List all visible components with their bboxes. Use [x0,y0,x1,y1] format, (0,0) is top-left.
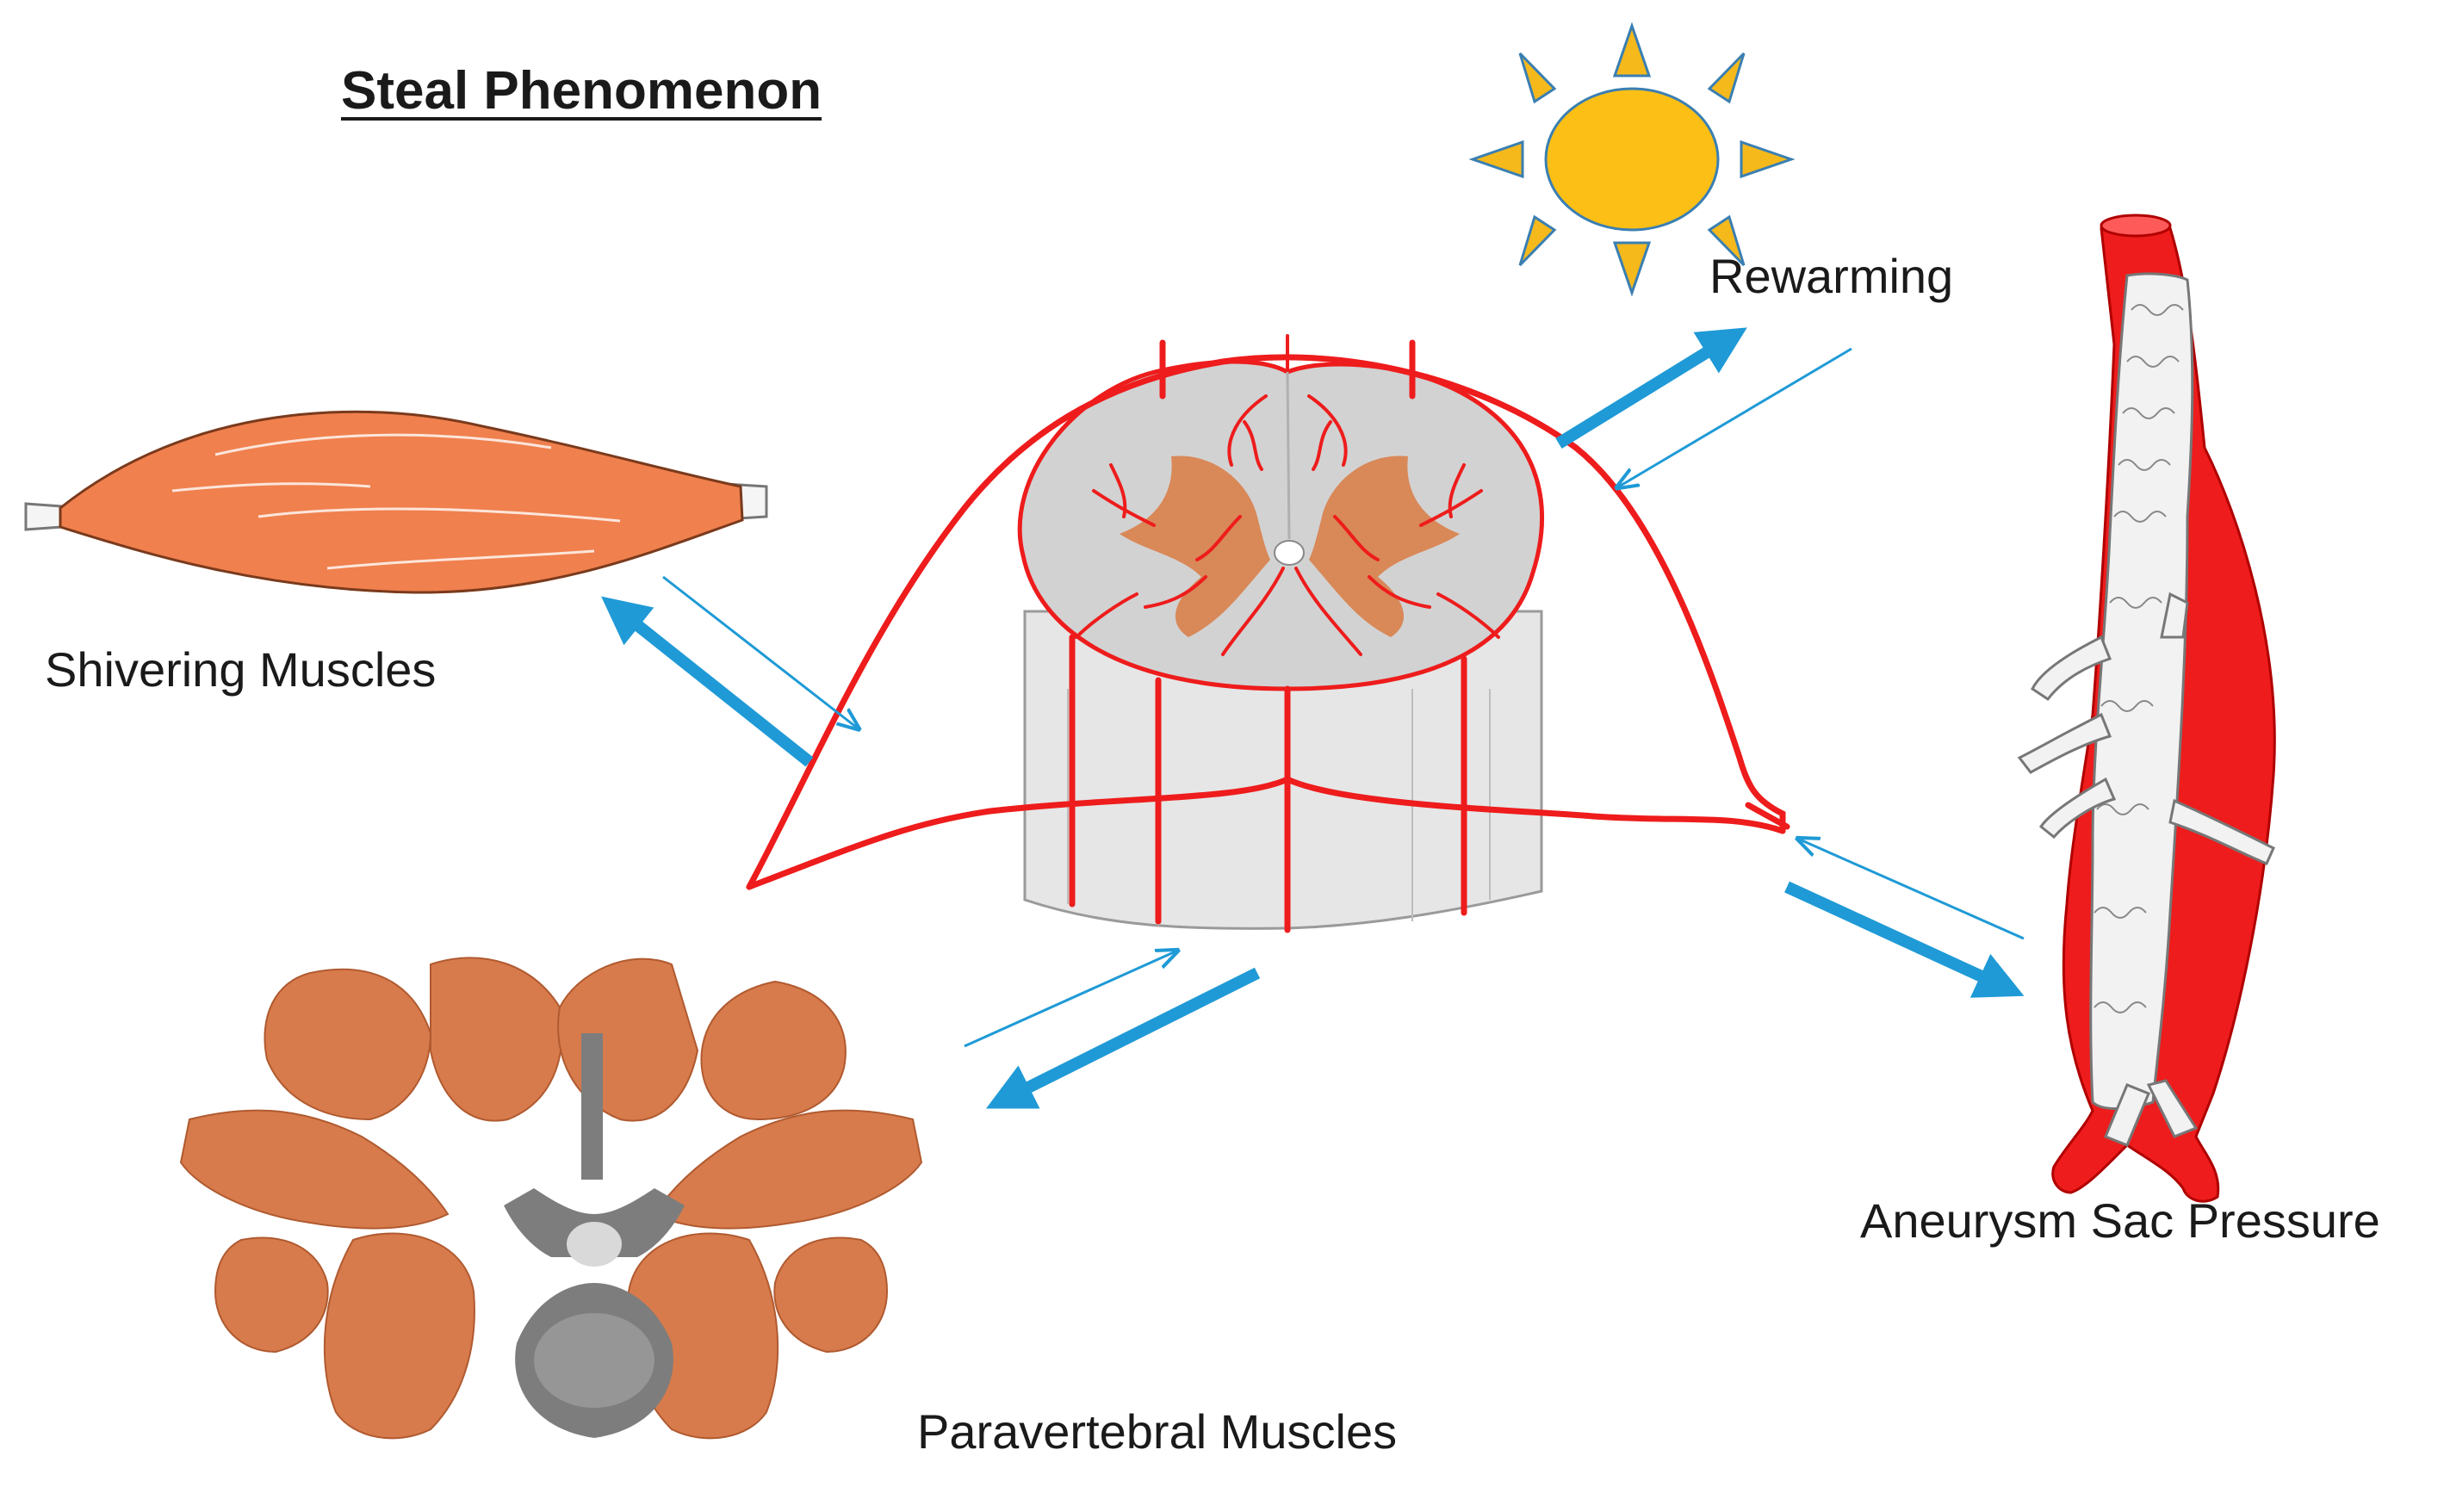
arrow-to-shivering [601,596,814,767]
diagram-title: Steal Phenomenon [341,61,822,121]
shivering-muscles-label: Shivering Muscles [45,642,437,697]
arrow-from-aneurysm [1800,840,2025,940]
arrow-to-aneurysm [1784,881,2025,998]
aneurysm-sac-pressure-label: Aneurysm Sac Pressure [1860,1193,2380,1248]
arrows [601,327,2025,1109]
paravertebral-cross-section-icon [179,957,923,1440]
arrow-from-rewarming [1619,347,1852,486]
arrow-to-rewarming [1555,327,1747,449]
aorta-stent-graft-icon [2017,214,2276,1203]
spinal-cord-icon [746,334,1790,933]
rewarming-label: Rewarming [1709,249,1954,303]
sun-icon [1468,22,1796,297]
arrow-to-paravertebral [985,967,1261,1109]
paravertebral-muscles-label: Paravertebral Muscles [917,1404,1398,1459]
arrow-from-shivering [662,575,857,728]
arrow-from-paravertebral [964,951,1175,1048]
muscle-icon [24,410,768,594]
